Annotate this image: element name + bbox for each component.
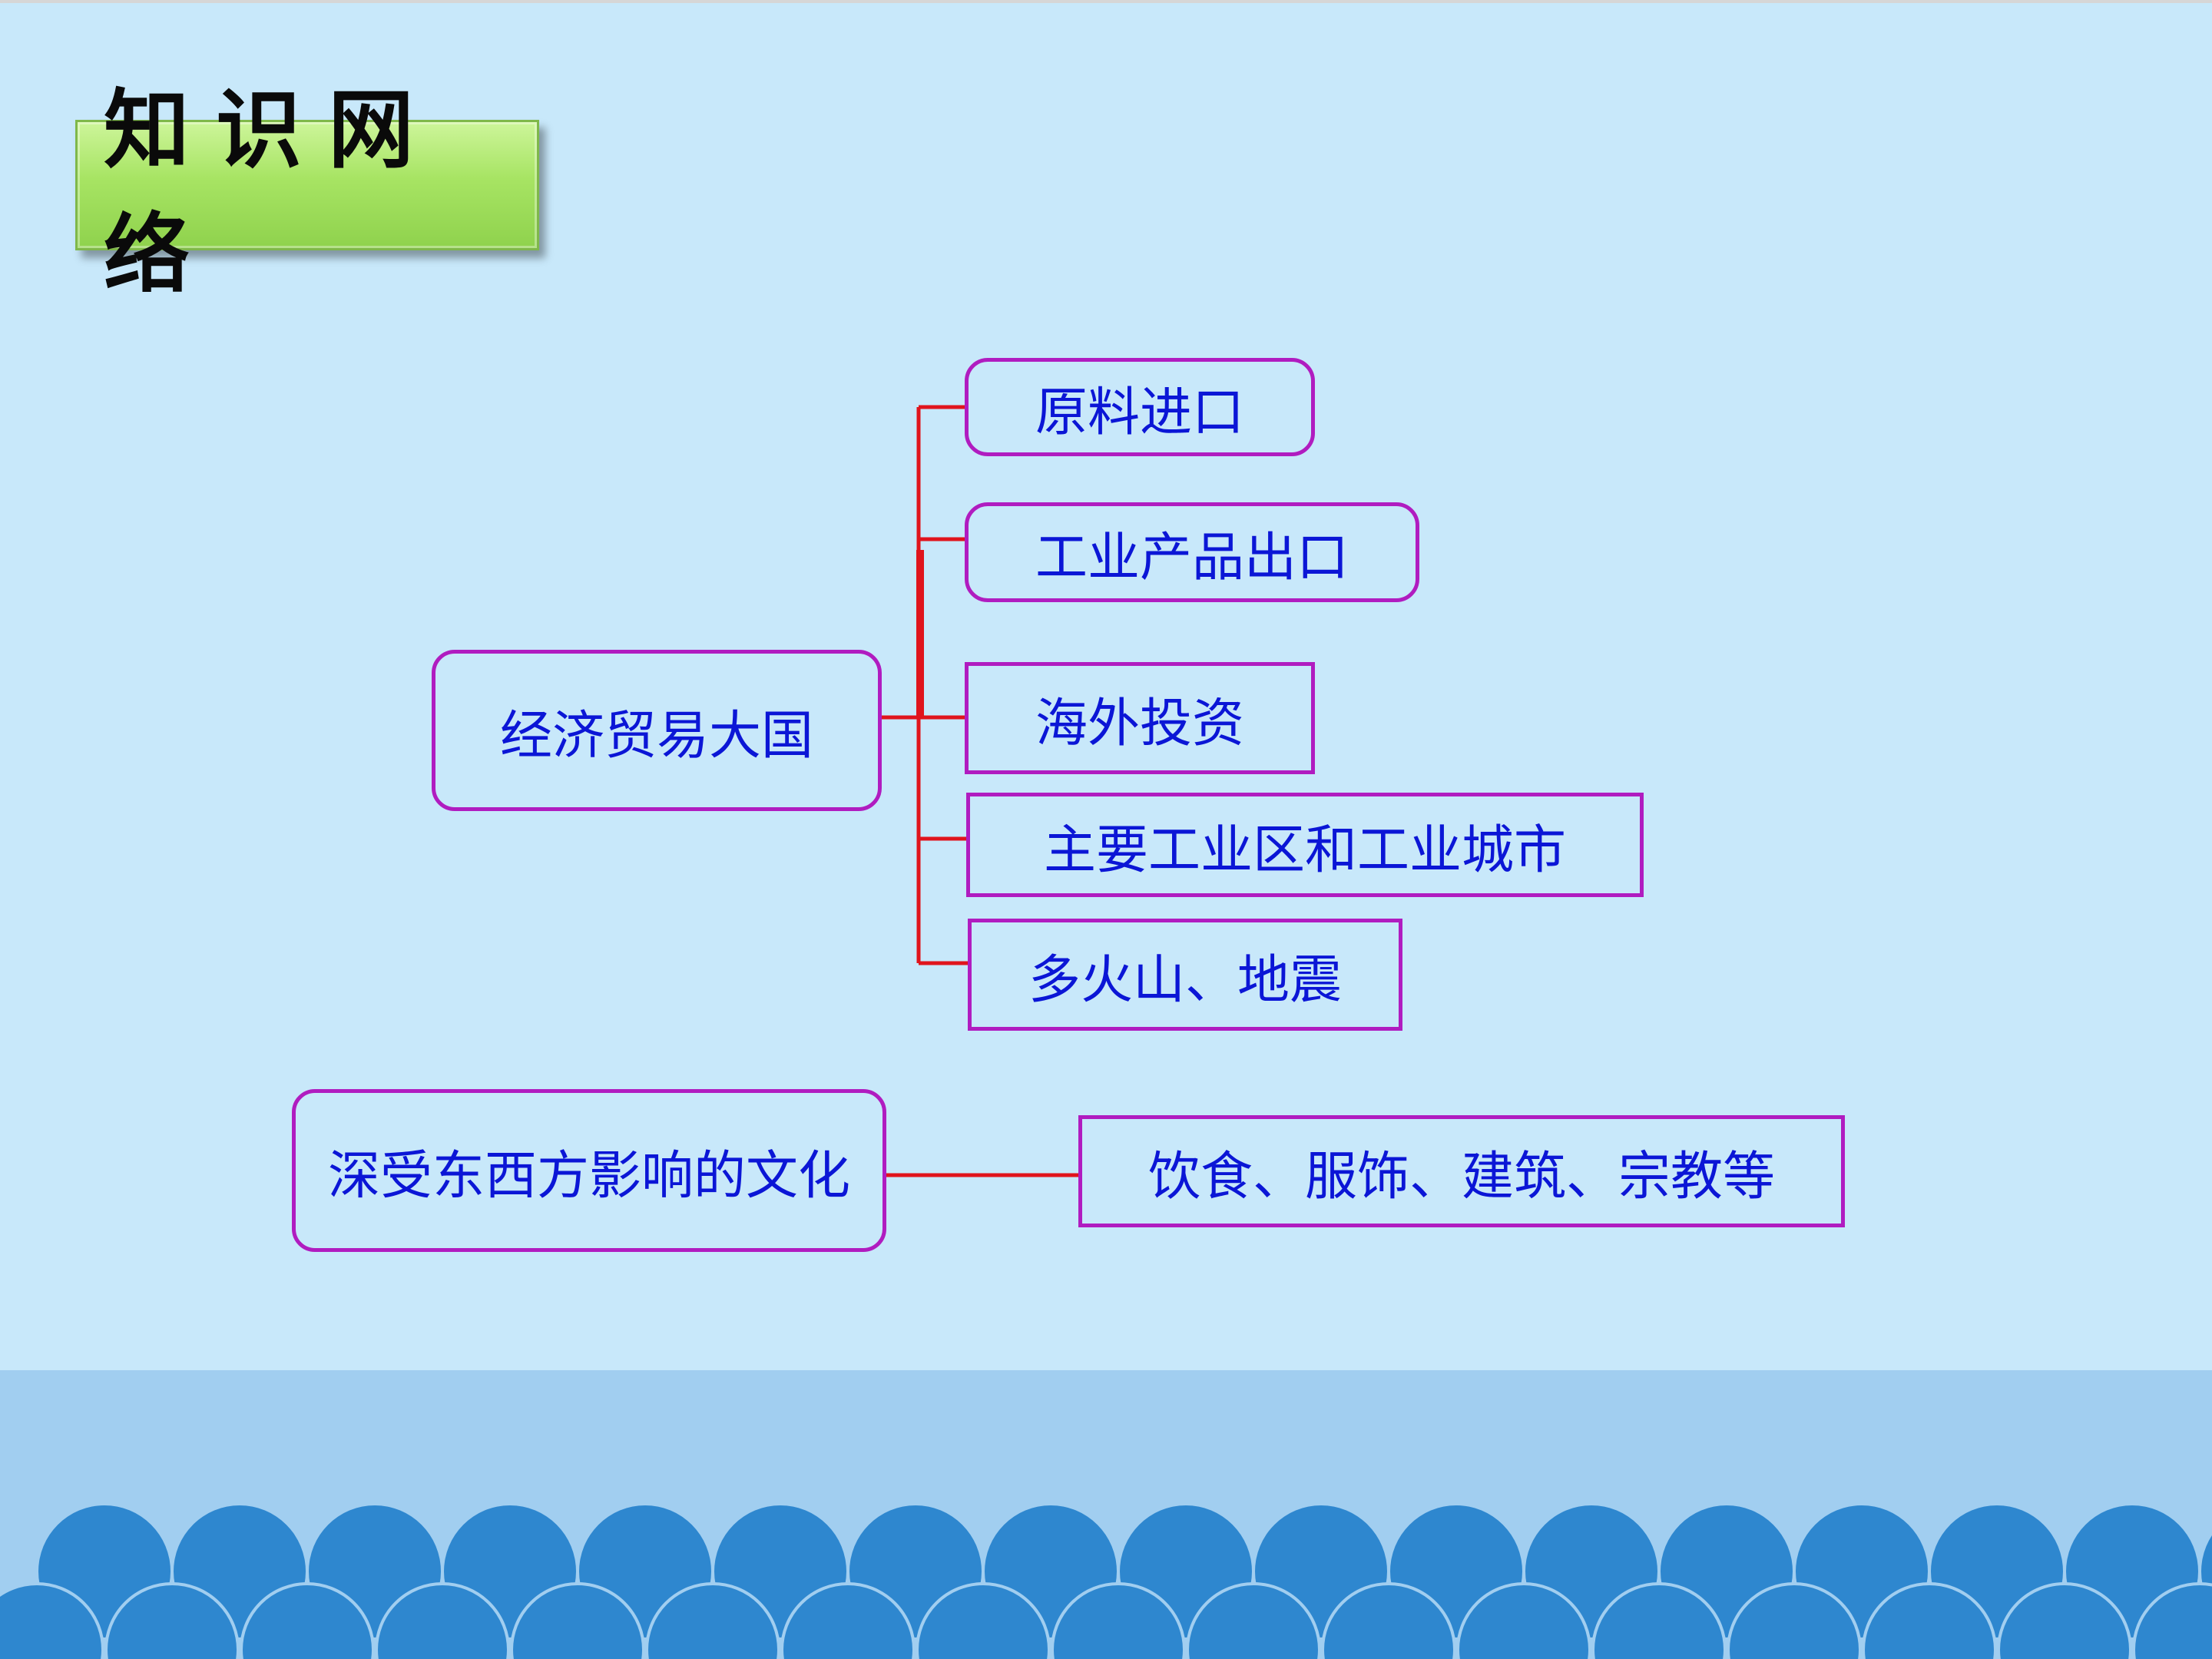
wave-scallop-front-2 — [240, 1582, 375, 1659]
node-culture: 深受东西方影响的文化 — [292, 1089, 886, 1252]
node-label: 原料进口 — [1035, 382, 1244, 443]
wave-scallop-front-7 — [916, 1582, 1051, 1659]
wave-scallop-front-5 — [645, 1582, 780, 1659]
node-overseas-investment: 海外投资 — [965, 662, 1315, 774]
wave-scallop-front-3 — [375, 1582, 510, 1659]
wave-scallop-front-16 — [2132, 1582, 2212, 1659]
node-label: 饮食、服饰、建筑、宗教等 — [1147, 1146, 1775, 1207]
wave-scallop-front-15 — [1997, 1582, 2132, 1659]
title-badge: 知识网络 — [75, 80, 539, 305]
wave-scallop-front-0 — [0, 1582, 104, 1659]
node-culture-details: 饮食、服饰、建筑、宗教等 — [1078, 1115, 1845, 1227]
wave-scallop-front-13 — [1727, 1582, 1862, 1659]
wave-scallop-front-11 — [1456, 1582, 1591, 1659]
wave-scallop-front-12 — [1591, 1582, 1727, 1659]
wave-scallop-front-14 — [1862, 1582, 1997, 1659]
wave-scallop-front-9 — [1186, 1582, 1321, 1659]
wave-scallop-front-6 — [780, 1582, 916, 1659]
node-label: 海外投资 — [1035, 693, 1244, 754]
node-industrial-regions: 主要工业区和工业城市 — [966, 793, 1644, 897]
top-border-line — [0, 0, 2212, 3]
node-label: 主要工业区和工业城市 — [1043, 820, 1566, 881]
wave-scallop-front-8 — [1051, 1582, 1186, 1659]
node-label: 多火山、地震 — [1028, 949, 1342, 1011]
node-volcanoes-earthquakes: 多火山、地震 — [968, 919, 1402, 1031]
node-label: 深受东西方影响的文化 — [327, 1145, 850, 1207]
wave-scallop-front-1 — [104, 1582, 240, 1659]
node-label: 工业产品出口 — [1035, 527, 1349, 588]
page-title: 知识网络 — [104, 80, 440, 305]
wave-scallop-front-10 — [1321, 1582, 1456, 1659]
node-label: 经济贸易大国 — [499, 705, 813, 767]
node-economic-trade-power: 经济贸易大国 — [432, 650, 882, 811]
node-raw-material-import: 原料进口 — [965, 358, 1315, 456]
node-industrial-export: 工业产品出口 — [965, 502, 1419, 602]
wave-scallop-front-4 — [510, 1582, 645, 1659]
